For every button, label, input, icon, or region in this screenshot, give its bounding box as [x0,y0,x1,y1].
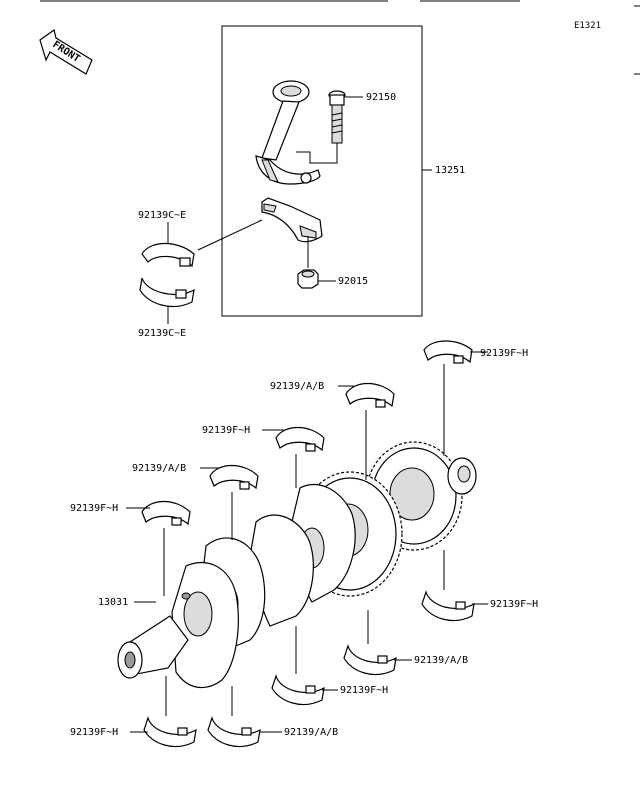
main-bearing-tab [239,481,250,490]
diagram-code: E1321 [574,21,601,31]
main-bearing-tab [455,601,466,610]
label-main-bearing-fh-2: 92139F~H [202,425,250,436]
connecting-rod [255,80,321,185]
conrod-nut [297,269,319,289]
conrod-bearing-cap [261,197,323,243]
label-main-bearing-ab-1: 92139/A/B [270,381,324,392]
main-bearing-tab [305,443,316,452]
main-bearing-shell [345,382,395,408]
main-bearing-shell [271,673,325,705]
main-bearing-tab [177,727,188,736]
main-bearing-shell [421,589,475,621]
label-main-bearing-ab-3: 92139/A/B [414,655,468,666]
main-bearing-tab [453,355,464,364]
conrod-bolt [328,90,346,144]
main-bearing-shell [423,340,473,364]
label-conrod-assy: 13251 [435,165,465,176]
main-bearing-shell [343,643,397,675]
label-crankshaft: 13031 [98,597,128,608]
label-main-bearing-fh-5: 92139F~H [340,685,388,696]
main-bearing-shell [275,426,325,452]
main-bearing-tab [305,685,316,694]
conrod-bearing-upper [141,243,195,268]
label-conrod-bearing-lower: 92139C~E [138,328,186,339]
bolt-center-line [296,143,338,164]
crank-oil-hole [181,592,191,600]
main-bearing-tab [171,517,182,526]
label-main-bearing-fh-4: 92139F~H [490,599,538,610]
main-bearing-shell [143,715,197,747]
main-bearing-tab [377,655,388,664]
label-main-bearing-fh-1: 92139F~H [480,348,528,359]
crankshaft [117,441,477,689]
crank-front-bore [124,651,136,669]
crank-pin-0 [183,591,213,637]
label-conrod-bearing-upper: 92139C~E [138,210,186,221]
front-arrow-icon: FRONT [39,28,93,75]
label-main-bearing-ab-2: 92139/A/B [132,463,186,474]
leader-conrod-bearing [197,219,263,251]
label-nut: 92015 [338,276,368,287]
main-bearing-tab [241,727,252,736]
label-main-bearing-fh-6: 92139F~H [70,727,118,738]
main-bearing-tab [375,399,386,408]
main-bearing-shell [209,464,259,490]
label-main-bearing-ab-4: 92139/A/B [284,727,338,738]
label-main-bearing-fh-3: 92139F~H [70,503,118,514]
main-bearing-shell [141,500,191,526]
label-bolt: 92150 [366,92,396,103]
conrod-assembly-box [221,25,423,317]
conrod-bearing-lower [139,277,195,307]
main-bearing-shell [207,715,261,747]
